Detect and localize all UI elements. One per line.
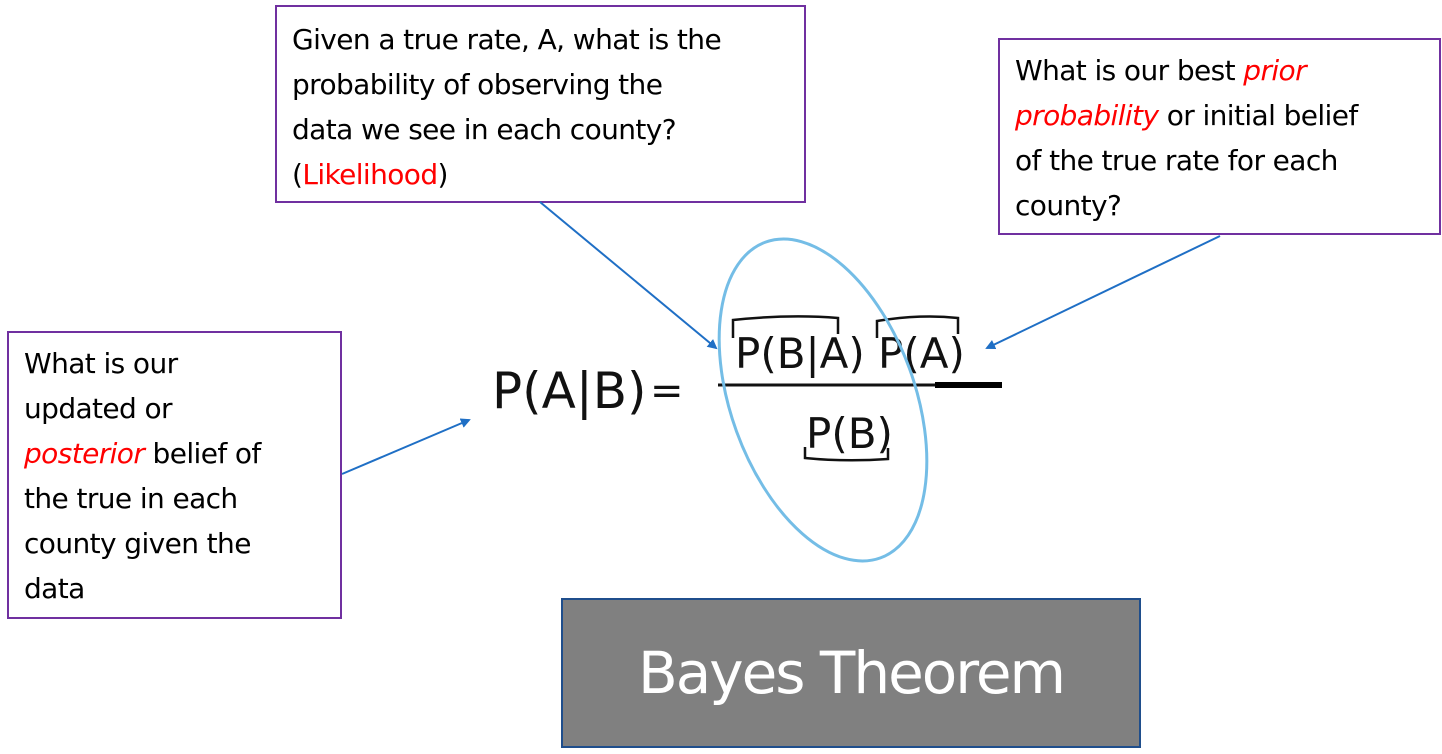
- equation-equals: =: [650, 368, 684, 414]
- likelihood-term: Likelihood: [302, 158, 438, 191]
- prior-line-2: probability or initial belief: [1015, 93, 1439, 138]
- likelihood-line-1: Given a true rate, A, what is the: [292, 23, 722, 56]
- numerator-likelihood: P(B|A): [735, 329, 865, 378]
- posterior-line-3-text: belief of: [144, 437, 262, 470]
- prior-line-2-text: or initial belief: [1158, 99, 1358, 132]
- posterior-line-5: county given the: [24, 527, 251, 560]
- title-banner: Bayes Theorem: [561, 598, 1141, 748]
- likelihood-bracket: [731, 315, 840, 338]
- posterior-line-2: updated or: [24, 392, 173, 425]
- prior-line-4: county?: [1015, 189, 1122, 222]
- prior-callout: What is our best prior probability or in…: [998, 38, 1441, 235]
- paren-open: (: [292, 158, 303, 191]
- denominator: P(B): [806, 409, 893, 458]
- posterior-arrow: [341, 418, 471, 475]
- highlight-ellipse: [717, 237, 929, 563]
- posterior-callout: What is our updated or posterior belief …: [7, 331, 342, 619]
- prior-arrow: [985, 235, 1221, 350]
- prior-line-1-text: What is our best: [1015, 54, 1244, 87]
- posterior-line-1: What is our: [24, 347, 178, 380]
- evidence-bracket: [803, 447, 890, 462]
- prior-bracket: [875, 315, 960, 338]
- likelihood-arrow: [539, 201, 718, 350]
- posterior-line-6: data: [24, 572, 85, 605]
- posterior-term: posterior: [24, 437, 145, 470]
- prior-line-3: of the true rate for each: [1015, 144, 1338, 177]
- likelihood-line-4: (Likelihood): [292, 152, 804, 197]
- numerator-prior: P(A): [878, 329, 965, 378]
- paren-close: ): [437, 158, 449, 191]
- posterior-line-3: posterior belief of: [24, 431, 340, 476]
- likelihood-callout: Given a true rate, A, what is the probab…: [275, 5, 806, 203]
- equation-lhs: P(A|B): [492, 362, 647, 420]
- title-text: Bayes Theorem: [637, 639, 1066, 707]
- likelihood-line-3: data we see in each county?: [292, 113, 677, 146]
- prior-term: prior: [1243, 54, 1307, 87]
- likelihood-line-2: probability of observing the: [292, 68, 663, 101]
- prior-line-1: What is our best prior: [1015, 48, 1439, 93]
- posterior-line-4: the true in each: [24, 482, 238, 515]
- probability-term: probability: [1015, 99, 1159, 132]
